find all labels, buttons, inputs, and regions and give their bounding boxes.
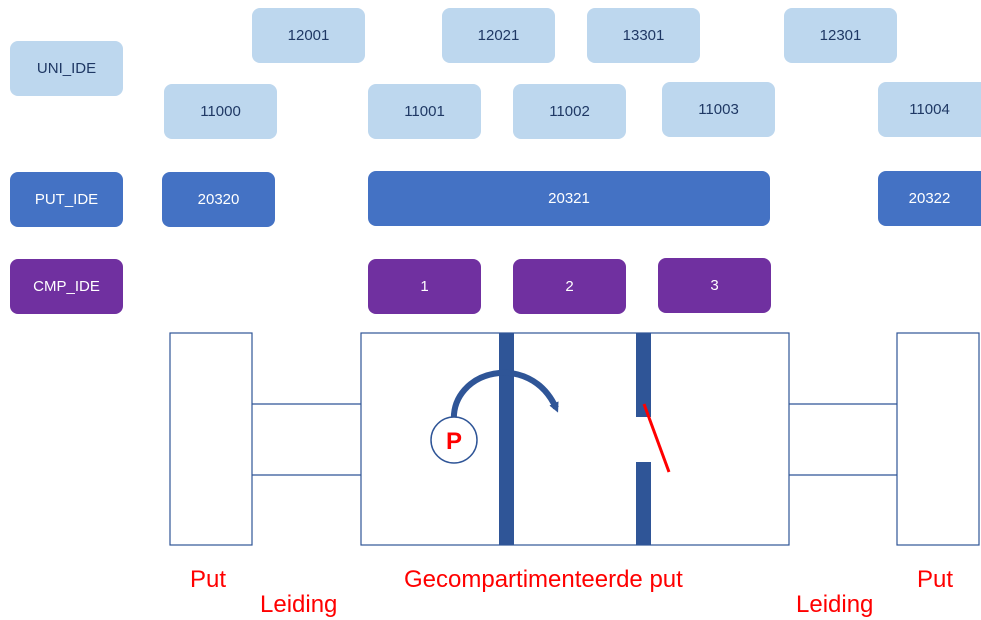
legend-put-ide: PUT_IDE xyxy=(10,172,123,227)
caption-gecompartimenteerde-put: Gecompartimenteerde put xyxy=(404,566,683,593)
uni-box-top-1: 12001 xyxy=(252,8,365,63)
cmp-box-1: 1 xyxy=(368,259,481,314)
caption-leiding-left: Leiding xyxy=(260,591,338,618)
uni-box-top-2: 12021 xyxy=(442,8,555,63)
uni-box-bottom-2: 11001 xyxy=(368,84,481,139)
legend-uni-ide-label: UNI_IDE xyxy=(36,60,97,77)
uni-box-top-3: 13301 xyxy=(587,8,700,63)
cmp-box-3: 3 xyxy=(658,258,771,313)
legend-cmp-ide: CMP_IDE xyxy=(10,259,123,314)
uni-box-bottom-3: 11002 xyxy=(513,84,626,139)
uni-box-bottom-4: 11003 xyxy=(662,82,775,137)
put-left-shape xyxy=(169,332,253,546)
caption-put-left: Put xyxy=(190,566,227,593)
uni-box-bottom-5: 11004 xyxy=(878,82,981,137)
uni-box-bottom-5-label: 11004 xyxy=(909,101,950,118)
put-box-2: 20321 xyxy=(368,171,770,226)
valve-line xyxy=(642,403,671,473)
uni-box-bottom-2-label: 11001 xyxy=(404,103,445,120)
put-box-3: 20322 xyxy=(878,171,981,226)
compartment-wall-2-upper xyxy=(636,333,651,417)
pump-flow-arrow xyxy=(450,369,559,423)
put-box-1-label: 20320 xyxy=(197,191,240,208)
legend-uni-ide: UNI_IDE xyxy=(10,41,123,96)
compartment-wall-1 xyxy=(499,333,514,545)
uni-box-bottom-4-label: 11003 xyxy=(698,101,739,118)
uni-box-top-4: 12301 xyxy=(784,8,897,63)
legend-put-ide-label: PUT_IDE xyxy=(34,191,99,208)
compartmented-put-shape xyxy=(360,332,790,546)
compartment-wall-2-lower xyxy=(636,462,651,545)
put-box-1: 20320 xyxy=(162,172,275,227)
uni-box-top-1-label: 12001 xyxy=(287,27,330,44)
pump-label: P xyxy=(446,428,462,455)
caption-leiding-right: Leiding xyxy=(796,591,874,618)
cmp-box-2: 2 xyxy=(513,259,626,314)
put-right-shape xyxy=(896,332,980,546)
uni-box-bottom-3-label: 11002 xyxy=(549,103,590,120)
put-box-3-label: 20322 xyxy=(908,190,951,207)
cmp-box-2-label: 2 xyxy=(565,278,574,295)
cmp-box-1-label: 1 xyxy=(420,278,429,295)
uni-box-top-4-label: 12301 xyxy=(819,27,862,44)
uni-box-bottom-1: 11000 xyxy=(164,84,277,139)
caption-put-right: Put xyxy=(917,566,954,593)
pump-symbol xyxy=(430,416,478,464)
uni-box-bottom-1-label: 11000 xyxy=(200,103,241,120)
put-box-2-label: 20321 xyxy=(548,190,590,207)
cmp-box-3-label: 3 xyxy=(710,277,719,294)
uni-box-top-2-label: 12021 xyxy=(477,27,520,44)
legend-cmp-ide-label: CMP_IDE xyxy=(33,278,100,295)
uni-box-top-3-label: 13301 xyxy=(622,27,665,44)
